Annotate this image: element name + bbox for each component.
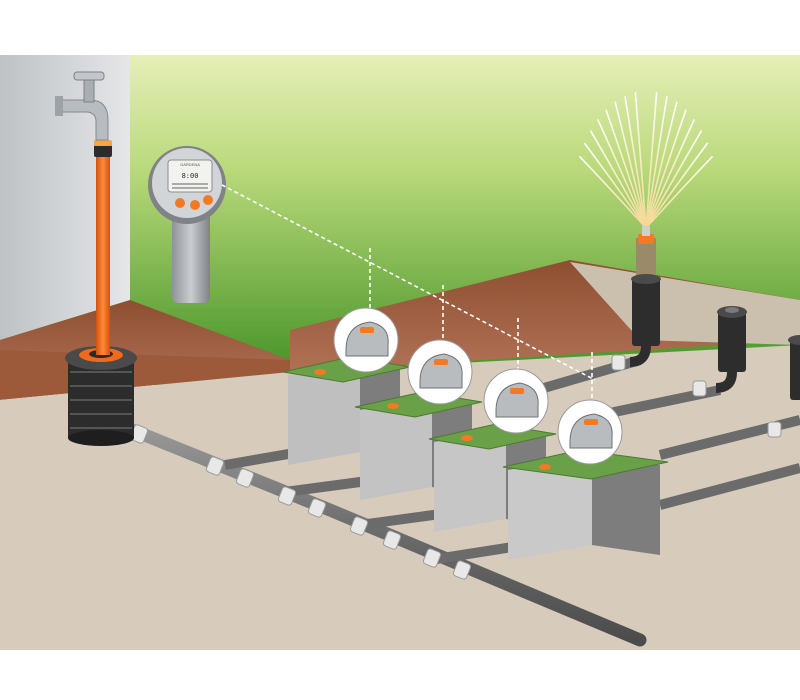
controller-button-middle <box>190 200 200 210</box>
spray-jet <box>645 109 687 229</box>
spray-jet <box>634 92 647 229</box>
branch-pipe-1 <box>224 447 301 470</box>
irrigation-controller: 8:00 GARDENA <box>148 146 226 303</box>
faucet-spout <box>59 99 109 141</box>
controller-button-right <box>203 195 213 205</box>
pipe-fitting <box>452 560 472 580</box>
main-supply-pipe <box>113 418 647 647</box>
control-wire-main <box>221 184 596 381</box>
solenoid-valve-icon <box>419 353 463 389</box>
sprinkler-body <box>790 340 800 400</box>
valve-boxes <box>282 356 669 560</box>
valve-callout-2 <box>407 339 473 405</box>
water-tank <box>65 346 137 446</box>
spray-jet <box>578 155 647 229</box>
sprinkler-body <box>632 278 660 346</box>
spray-jet <box>645 155 714 229</box>
top-margin <box>0 0 800 55</box>
sprinkler-body <box>718 312 746 372</box>
faucet-handle <box>73 71 105 81</box>
control-wires <box>221 184 596 405</box>
solenoid-valve-icon <box>495 382 539 418</box>
valve-callouts <box>333 307 623 465</box>
spray-jet <box>645 142 709 229</box>
water-spray <box>578 91 714 229</box>
pipe-fitting <box>422 548 442 568</box>
spray-jet <box>645 92 658 229</box>
spray-jet <box>645 118 696 229</box>
pipe-fitting <box>349 516 369 536</box>
spray-jet <box>596 118 647 229</box>
sprinklers <box>578 91 800 400</box>
pipe-fitting <box>277 486 297 506</box>
controller-display: 8:00 <box>182 172 199 180</box>
valve-callout-3 <box>483 368 549 434</box>
solenoid-valve-icon <box>569 413 613 449</box>
spray-jet <box>645 130 703 229</box>
pipe-fitting <box>611 354 626 371</box>
spray-jet <box>624 95 647 229</box>
spray-jet <box>645 95 668 229</box>
controller-stand <box>172 205 210 303</box>
hose-connector <box>94 145 112 157</box>
pipe-fitting <box>235 468 255 488</box>
spray-jet <box>605 109 647 229</box>
valve-callout-4 <box>557 399 623 465</box>
valve-box-2 <box>354 391 483 500</box>
valve-callout-1 <box>333 307 399 373</box>
supply-hose <box>96 150 110 355</box>
valve-box-4 <box>502 449 669 560</box>
sprinkler-2 <box>715 306 747 393</box>
pipe-fitting <box>307 498 327 518</box>
zone-pipe-4 <box>658 463 800 510</box>
sprinkler-1 <box>578 91 714 367</box>
spray-jet <box>583 142 647 229</box>
spray-jet <box>589 130 647 229</box>
water-tap <box>55 71 112 355</box>
pipe-fitting <box>382 530 402 550</box>
house-wall <box>0 55 130 340</box>
controller-brand: GARDENA <box>180 162 200 167</box>
valve-box-lid <box>502 449 669 480</box>
solenoid-valve-icon <box>345 321 389 357</box>
spray-jet <box>645 101 678 229</box>
pipe-fitting <box>205 456 225 476</box>
sprinkler-3 <box>788 335 800 400</box>
spray-jet <box>614 101 647 229</box>
pipe-fitting <box>767 421 782 438</box>
controller-button-left <box>175 198 185 208</box>
sprinkler-riser <box>636 238 656 278</box>
pipe-fitting <box>692 380 707 397</box>
bottom-margin <box>0 650 800 700</box>
